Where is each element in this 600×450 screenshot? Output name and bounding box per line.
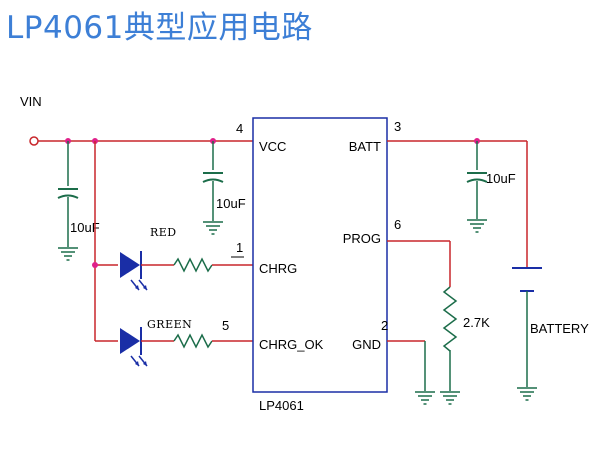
pin-chrg-ok-name: CHRG_OK — [259, 337, 324, 352]
pin-batt-number: 3 — [394, 119, 401, 134]
pin-prog-name: PROG — [343, 231, 381, 246]
pin-vcc-number: 4 — [236, 121, 243, 136]
gnd-pin-wire — [387, 340, 436, 405]
vin-label: VIN — [20, 94, 42, 109]
vin-terminal — [29, 136, 39, 146]
green-led-label: GREEN — [147, 318, 192, 331]
pin-prog-number: 6 — [394, 217, 401, 232]
page-title: LP4061典型应用电路 — [6, 10, 313, 46]
battery-symbol — [512, 267, 542, 401]
batt-rail — [387, 140, 528, 268]
vcc-capacitor — [202, 141, 224, 235]
pin-chrg-name: CHRG — [259, 261, 297, 276]
battery-capacitor — [466, 141, 488, 233]
prog-resistor-value: 2.7K — [463, 315, 490, 330]
red-led-resistor — [173, 257, 213, 273]
battery-label: BATTERY — [530, 321, 589, 336]
input-capacitor-value: 10uF — [70, 220, 100, 235]
red-led-label: RED — [150, 226, 177, 239]
prog-resistor — [387, 240, 461, 405]
red-led — [120, 251, 174, 291]
vcc-capacitor-value: 10uF — [216, 196, 246, 211]
led-branch-wire — [94, 141, 118, 342]
green-led-resistor — [173, 333, 213, 349]
pin-batt-name: BATT — [349, 139, 381, 154]
ic-name: LP4061 — [259, 398, 304, 413]
pin-chrg-ok-number: 5 — [222, 318, 229, 333]
green-led — [120, 327, 174, 367]
ic-body — [252, 117, 388, 393]
pin-chrg-number: 1 — [236, 240, 243, 255]
battery-capacitor-value: 10uF — [486, 171, 516, 186]
pin-vcc-name: VCC — [259, 139, 286, 154]
input-capacitor — [57, 141, 79, 261]
pin-gnd-name: GND — [352, 337, 381, 352]
junction-dot — [92, 262, 98, 268]
pin-gnd-number: 2 — [381, 318, 388, 333]
